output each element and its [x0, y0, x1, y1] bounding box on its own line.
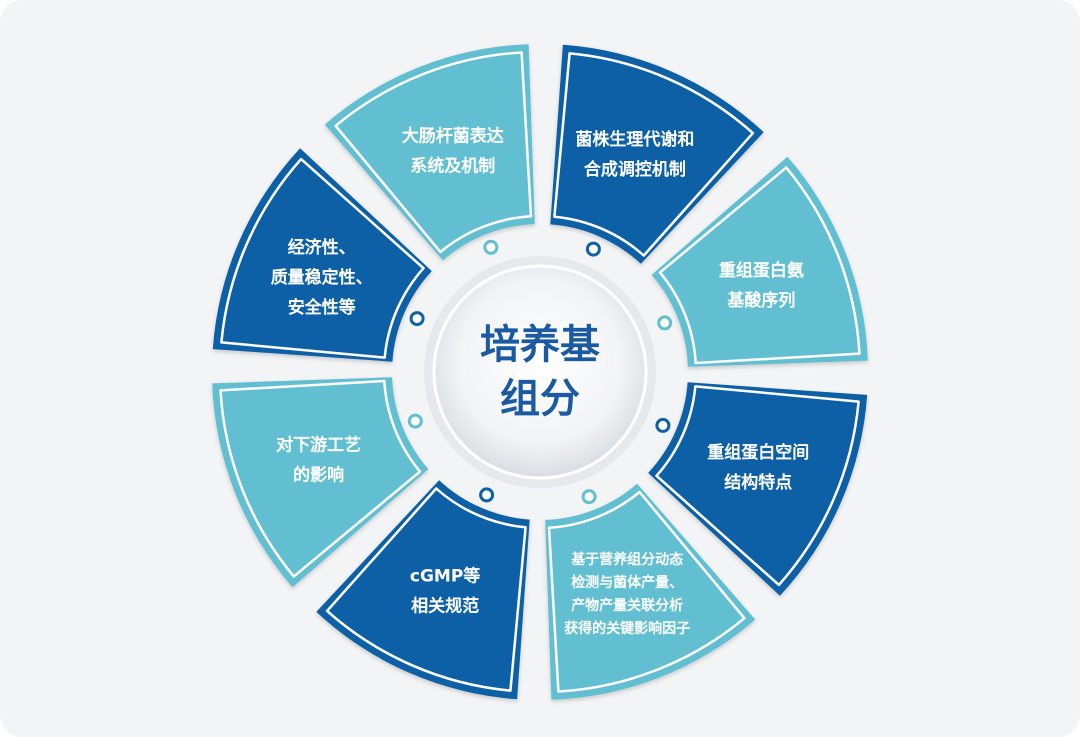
segment-7-shape [212, 148, 432, 362]
segment-6-shape [212, 377, 429, 588]
segment-4-line-3: 产物产量关联分析 [571, 597, 683, 614]
connector-dot-3 [655, 417, 671, 433]
segment-7-line-3: 安全性等 [288, 297, 356, 318]
segment-2-line-2: 基酸序列 [726, 290, 795, 311]
center-title-line-1: 培养基 [480, 322, 600, 368]
connector-dot-8 [483, 239, 499, 255]
segment-4-line-4: 获得的关键影响因子 [564, 620, 690, 637]
segment-3-shape [648, 382, 868, 596]
connector-dot-2 [657, 315, 673, 331]
connector-dot-5 [479, 487, 495, 503]
connector-dot-4 [581, 489, 597, 505]
segment-4-inner-border [547, 490, 746, 693]
segment-7-inner-border [220, 157, 425, 359]
connector-dot-6 [407, 413, 423, 429]
segment-4-line-1: 基于营养组分动态 [571, 551, 683, 568]
segment-1-inner-border [553, 52, 755, 257]
segment-2-shape [651, 156, 868, 367]
segment-3-line-2: 结构特点 [724, 472, 792, 493]
segment-1-line-1: 菌株生理代谢和 [575, 129, 694, 150]
segment-8-shape [324, 44, 535, 261]
center-title-line-2: 组分 [500, 376, 580, 422]
connector-dot-7 [409, 311, 425, 327]
segment-5-shape [316, 480, 530, 700]
segment-8-inner-border [334, 51, 533, 254]
segment-3-line-1: 重组蛋白空间 [707, 442, 809, 463]
center-circle [432, 264, 648, 480]
segment-8-line-1: 大肠杆菌表达 [402, 126, 504, 147]
segment-1-line-2: 合成调控机制 [584, 159, 686, 180]
segment-7-line-1: 经济性、 [288, 237, 356, 258]
segment-7-line-2: 质量稳定性、 [271, 267, 373, 288]
segment-4-shape [545, 483, 756, 700]
segment-1-shape [550, 44, 764, 264]
segment-6-line-1: 对下游工艺 [276, 434, 361, 455]
segment-8-line-2: 系统及机制 [410, 156, 495, 177]
segment-2-inner-border [658, 166, 861, 365]
segment-2-line-1: 重组蛋白氨 [719, 260, 804, 281]
segment-5-line-1: cGMP等 [410, 565, 480, 586]
connector-dot-1 [585, 241, 601, 257]
segment-6-line-2: 的影响 [293, 464, 344, 485]
segment-6-inner-border [219, 379, 422, 578]
segment-4-line-2: 检测与菌体产量、 [571, 574, 683, 591]
segment-3-inner-border [655, 385, 860, 587]
segment-7: 经济性、质量稳定性、安全性等 [212, 148, 432, 362]
segment-5-line-2: 相关规范 [411, 595, 479, 616]
segment-5-inner-border [325, 487, 527, 692]
